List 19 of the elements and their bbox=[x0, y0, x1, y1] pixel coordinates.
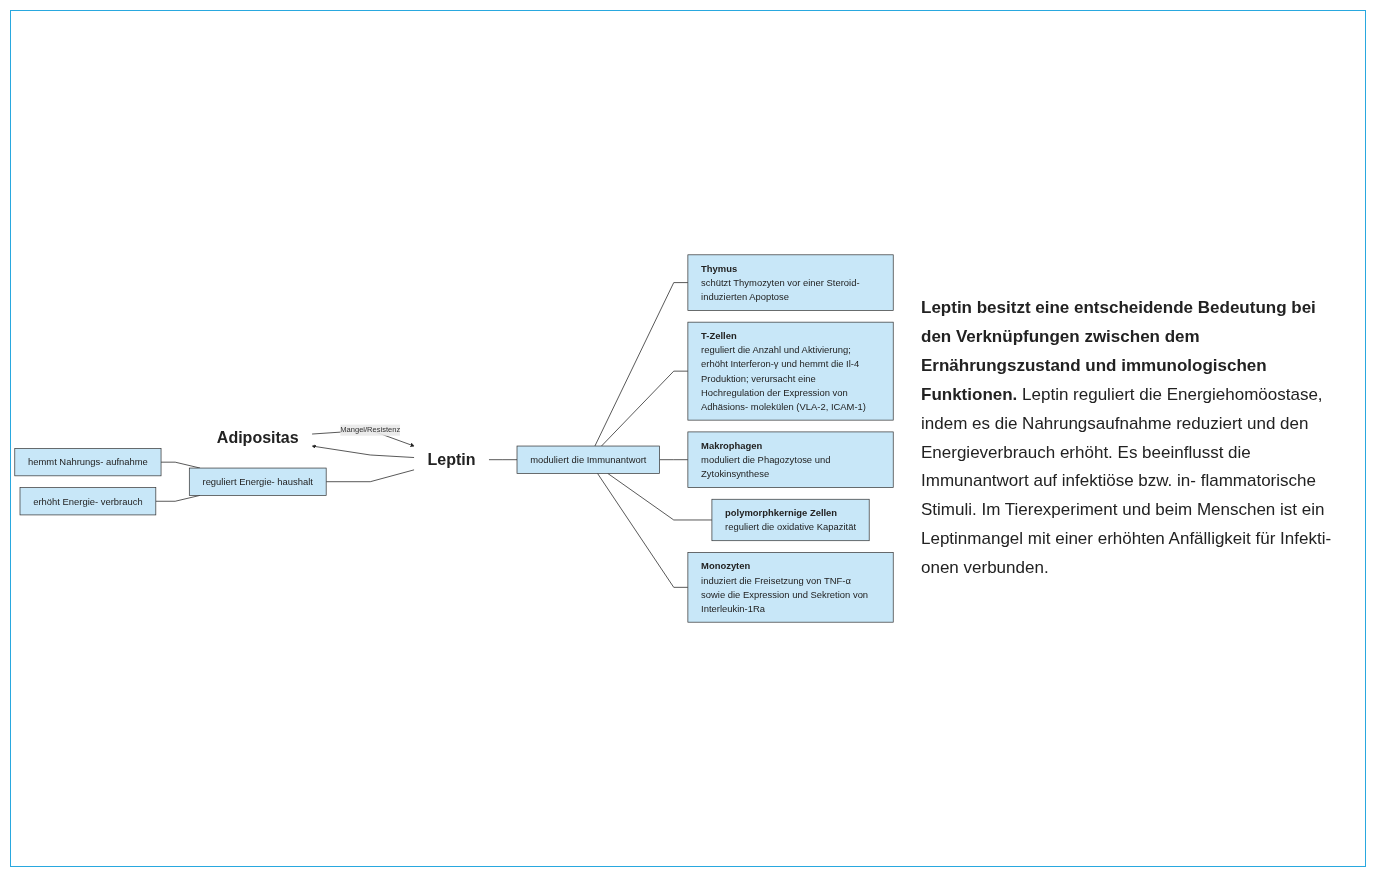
connector bbox=[325, 469, 415, 483]
connector bbox=[601, 370, 689, 447]
connector bbox=[659, 459, 689, 461]
connector bbox=[594, 282, 689, 447]
node-box: erhöht Energie- verbrauch bbox=[19, 487, 157, 516]
description-paragraph: Leptin besitzt eine entscheidende Bedeutung bei den Verknüpfungen zwischen dem Ernährungszustand und immunologischen Funktionen. Leptin reguliert die Energiehomöostase, indem es die Nahrungsaufnahme reduziert und den Energieverbrauch erhöht. Es beeinflusst die Immunantwort auf infektiöse bzw. in- flammatorische Stimuli. Im Tierexperiment und beim Menschen ist ein Leptinmangel mit einer erhöhten Anfälligkeit für Infekti- onen verbunden. bbox=[920, 297, 1333, 580]
node-text: Adipositas bbox=[216, 428, 299, 447]
node-box: Thymus schützt Thymozyten vor einer Steroid-induzierten Apoptose bbox=[687, 254, 894, 311]
node-box: T-Zellen reguliert die Anzahl und Aktivierung; erhöht Interferon-γ und hemmt die Il-4 Produktion; verursacht eine Hochregulation der Expression von Adhäsions- molekülen (VLA-2, ICAM-1) bbox=[687, 321, 894, 421]
node-box: Monozyten induziert die Freisetzung von TNF-α sowie die Expression und Sekretion von Interleukin-1Ra bbox=[687, 552, 894, 623]
node-box: reguliert Energie- haushalt bbox=[188, 467, 327, 496]
node-text: Leptin bbox=[427, 450, 476, 469]
node-box: Makrophagen moduliert die Phagozytose und Zytokinsynthese bbox=[687, 431, 894, 488]
node-box: polymorphkernige Zellen reguliert die oxidative Kapazität bbox=[711, 498, 870, 542]
node-box: hemmt Nahrungs- aufnahme bbox=[14, 448, 162, 477]
connector bbox=[607, 472, 713, 521]
connector bbox=[488, 459, 518, 461]
node-box: moduliert die Immunantwort bbox=[516, 445, 660, 474]
connector bbox=[597, 472, 689, 588]
